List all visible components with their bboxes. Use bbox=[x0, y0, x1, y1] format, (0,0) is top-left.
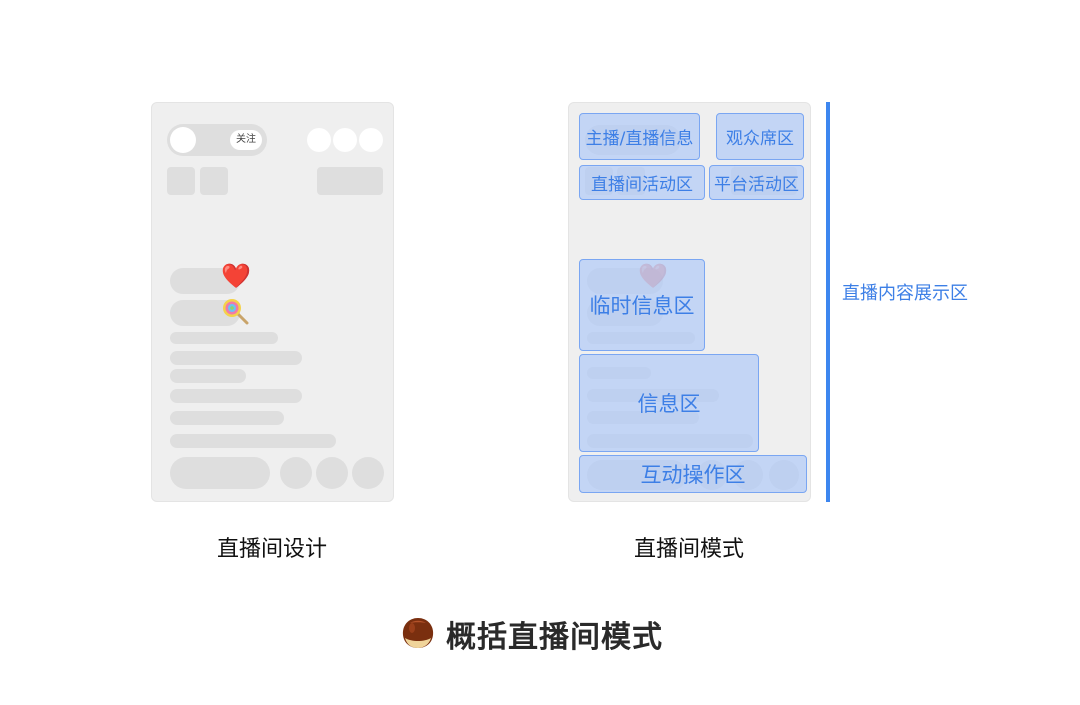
zone-platform-activity-label: 平台活动区 bbox=[714, 175, 799, 195]
anchor-info-pill: 关注 bbox=[167, 124, 267, 156]
zone-audience-label: 观众席区 bbox=[726, 129, 794, 149]
zone-info-label: 信息区 bbox=[637, 392, 701, 416]
follow-button[interactable]: 关注 bbox=[230, 130, 262, 150]
lollipop-icon bbox=[221, 297, 249, 325]
zone-platform-activity: 平台活动区 bbox=[709, 165, 804, 200]
right-caption: 直播间模式 bbox=[633, 537, 744, 562]
footer-title: 概括直播间模式 bbox=[446, 620, 663, 655]
action-button[interactable] bbox=[352, 457, 384, 489]
live-room-pattern-phone: ❤️ 主播/直播信息 观众席区 直播间活动区 平台活动区 临时信息区 信息区 互… bbox=[568, 102, 811, 502]
audience-avatar bbox=[307, 128, 331, 152]
heart-icon: ❤️ bbox=[221, 262, 251, 290]
message-line bbox=[170, 434, 336, 448]
zone-anchor-info: 主播/直播信息 bbox=[579, 113, 700, 160]
zone-info: 信息区 bbox=[579, 354, 759, 452]
audience-avatar bbox=[359, 128, 383, 152]
zone-room-activity: 直播间活动区 bbox=[579, 165, 705, 200]
platform-activity-banner[interactable] bbox=[317, 167, 383, 195]
left-caption: 直播间设计 bbox=[216, 537, 327, 562]
zone-interaction-label: 互动操作区 bbox=[640, 463, 746, 487]
message-line bbox=[170, 411, 284, 425]
message-line bbox=[170, 389, 302, 403]
zone-interaction: 互动操作区 bbox=[579, 455, 807, 493]
temp-message-pill bbox=[170, 268, 240, 294]
zone-audience: 观众席区 bbox=[716, 113, 804, 160]
live-room-design-phone: 关注 ❤️ bbox=[151, 102, 394, 502]
activity-tile[interactable] bbox=[167, 167, 195, 195]
footer: 概括直播间模式 bbox=[400, 612, 663, 656]
message-line bbox=[170, 332, 278, 344]
action-button[interactable] bbox=[280, 457, 312, 489]
zone-anchor-info-label: 主播/直播信息 bbox=[585, 129, 694, 149]
zone-room-activity-label: 直播间活动区 bbox=[591, 175, 693, 195]
message-line bbox=[170, 351, 302, 365]
action-button[interactable] bbox=[316, 457, 348, 489]
zone-temp-info-label: 临时信息区 bbox=[589, 294, 695, 318]
comment-input[interactable] bbox=[170, 457, 270, 489]
content-area-bracket bbox=[826, 102, 830, 502]
anchor-avatar bbox=[170, 127, 196, 153]
message-line bbox=[170, 369, 246, 383]
content-area-label: 直播内容展示区 bbox=[842, 283, 968, 304]
audience-avatar bbox=[333, 128, 357, 152]
chestnut-icon bbox=[400, 614, 436, 654]
activity-tile[interactable] bbox=[200, 167, 228, 195]
zone-temp-info: 临时信息区 bbox=[579, 259, 705, 351]
